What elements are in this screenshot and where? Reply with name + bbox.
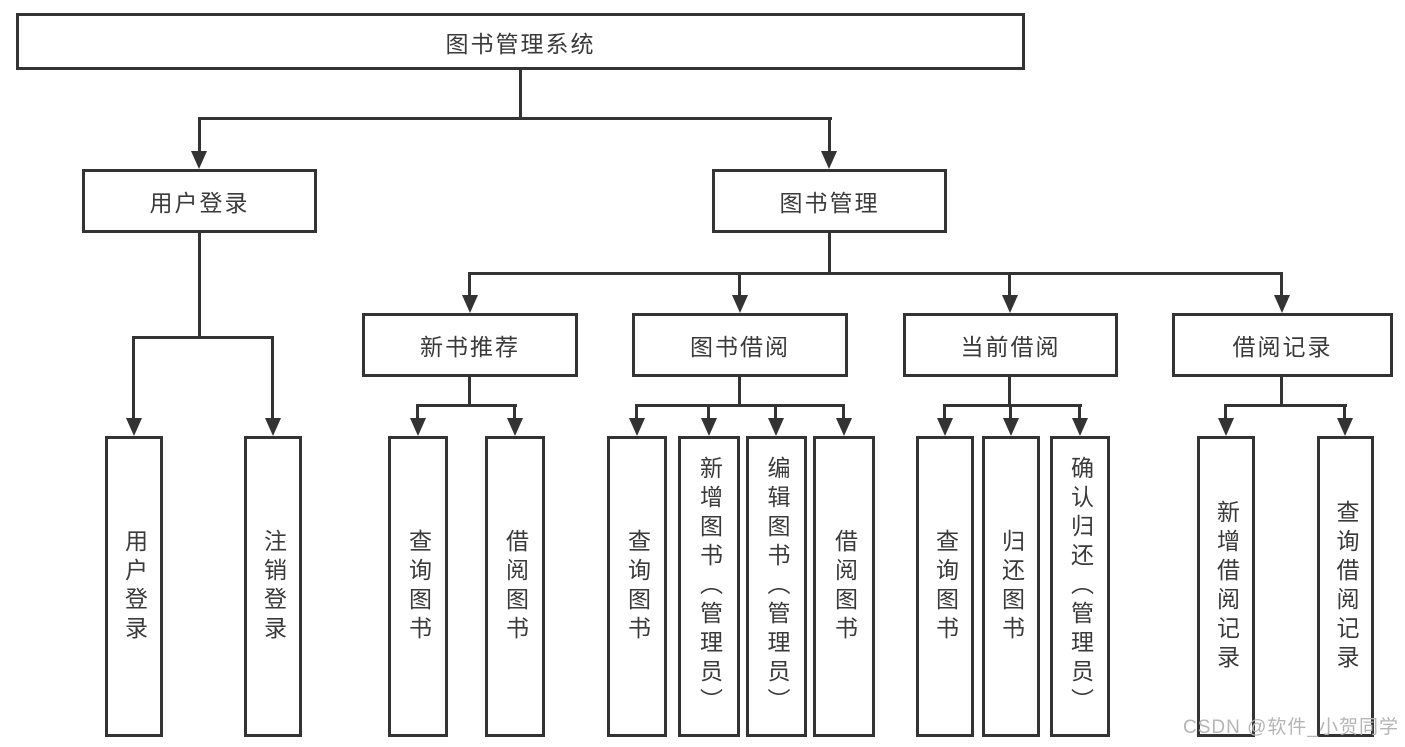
connector-new-book-split	[416, 404, 517, 407]
node-borrow-records: 借阅记录	[1172, 313, 1393, 377]
arrow-into-leaf-b3	[768, 418, 784, 436]
connector-to-user-login	[198, 117, 201, 153]
leaf-add-books-admin: 新增图书（管理员）	[678, 436, 740, 737]
connector-to-leaf-d1	[1224, 404, 1227, 420]
node-library-system: 图书管理系统	[16, 13, 1025, 70]
connector-user-login-stem	[198, 233, 201, 338]
connector-to-leaf-b2	[707, 404, 710, 420]
connector-current-borrow-stem	[1008, 377, 1011, 406]
leaf-edit-books-admin: 编辑图书（管理员）	[746, 436, 807, 737]
arrow-into-borrow-records	[1274, 295, 1290, 313]
leaf-user-login: 用户登录	[105, 436, 163, 737]
leaf-borrow-books: 借阅图书	[813, 436, 875, 737]
connector-to-borrow-records	[1280, 272, 1283, 297]
connector-to-leaf-logout	[271, 336, 274, 420]
connector-book-borrow-stem	[738, 377, 741, 406]
connector-to-leaf-c3	[1078, 404, 1081, 420]
connector-new-book-stem	[468, 377, 471, 406]
arrow-into-leaf-b2	[701, 418, 717, 436]
connector-borrow-records-stem	[1280, 377, 1283, 406]
leaf-confirm-return-admin: 确认归还（管理员）	[1050, 436, 1110, 737]
connector-user-login-split	[132, 336, 274, 339]
leaf-add-borrow-record: 新增借阅记录	[1197, 436, 1255, 737]
connector-to-leaf-user-login	[132, 336, 135, 420]
node-current-borrow: 当前借阅	[903, 313, 1118, 377]
node-book-borrow: 图书借阅	[632, 313, 848, 377]
csdn-watermark: CSDN @软件_小贺同学	[1183, 717, 1399, 738]
connector-root-split	[198, 117, 832, 120]
arrow-into-leaf-c2	[1003, 418, 1019, 436]
connector-borrow-records-split	[1224, 404, 1347, 407]
connector-to-leaf-a2	[513, 404, 516, 420]
connector-current-borrow-split	[943, 404, 1082, 407]
connector-to-book-borrow	[738, 272, 741, 297]
node-book-management: 图书管理	[712, 169, 947, 233]
arrow-into-leaf-logout	[265, 418, 281, 436]
arrow-into-user-login	[191, 151, 207, 169]
arrow-into-book-borrow	[732, 295, 748, 313]
connector-book-borrow-split	[635, 404, 845, 407]
arrow-into-leaf-c3	[1072, 418, 1088, 436]
arrow-into-leaf-a2	[507, 418, 523, 436]
connector-to-leaf-a1	[416, 404, 419, 420]
arrow-into-book-management	[821, 151, 837, 169]
connector-to-leaf-b4	[842, 404, 845, 420]
arrow-into-new-book	[462, 295, 478, 313]
connector-to-current-borrow	[1008, 272, 1011, 297]
connector-to-leaf-c2	[1009, 404, 1012, 420]
leaf-query-books-recommend: 查询图书	[388, 436, 448, 737]
connector-to-leaf-c1	[943, 404, 946, 420]
arrow-into-leaf-a1	[410, 418, 426, 436]
leaf-query-books-borrow: 查询图书	[607, 436, 667, 737]
connector-to-new-book	[468, 272, 471, 297]
arrow-into-current-borrow	[1002, 295, 1018, 313]
node-user-login: 用户登录	[82, 169, 317, 233]
connector-root-stem	[519, 69, 522, 118]
arrow-into-leaf-b1	[629, 418, 645, 436]
connector-to-leaf-d2	[1343, 404, 1346, 420]
connector-book-management-stem	[828, 233, 831, 274]
connector-to-book-management	[828, 117, 831, 153]
arrow-into-leaf-d1	[1218, 418, 1234, 436]
leaf-logout-login: 注销登录	[244, 436, 302, 737]
arrow-into-leaf-d2	[1337, 418, 1353, 436]
node-new-book-recommend: 新书推荐	[362, 313, 578, 377]
arrow-into-leaf-c1	[937, 418, 953, 436]
leaf-borrow-books-recommend: 借阅图书	[485, 436, 545, 737]
arrow-into-leaf-user-login	[126, 418, 142, 436]
connector-to-leaf-b1	[635, 404, 638, 420]
leaf-query-borrow-record: 查询借阅记录	[1317, 436, 1374, 737]
connector-book-management-split	[468, 272, 1283, 275]
leaf-query-books-current: 查询图书	[916, 436, 974, 737]
leaf-return-books: 归还图书	[982, 436, 1040, 737]
arrow-into-leaf-b4	[836, 418, 852, 436]
connector-to-leaf-b3	[774, 404, 777, 420]
